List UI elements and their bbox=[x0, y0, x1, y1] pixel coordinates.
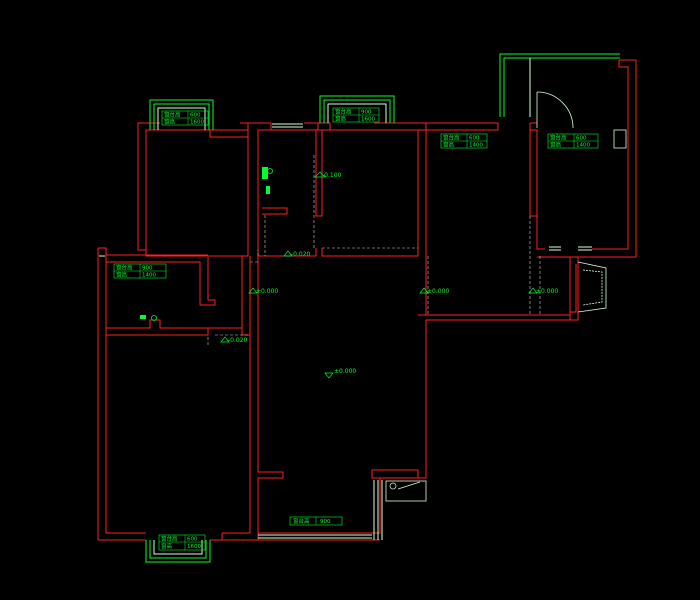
windows bbox=[99, 53, 620, 563]
level-mark-3: ±0.000 bbox=[256, 288, 278, 295]
level-mark-6: -0.020 bbox=[228, 337, 248, 344]
level-mark-1: -0.100 bbox=[322, 172, 342, 179]
window-tag-5-value-2: 1400 bbox=[142, 273, 156, 279]
level-mark-2: -0.020 bbox=[291, 251, 311, 258]
window-tag-2-value-1: 900 bbox=[361, 110, 372, 116]
window-tag-5-label-1: 窗台高 bbox=[116, 264, 133, 272]
window-tag-6-label-2: 窗高 bbox=[161, 542, 173, 550]
openings bbox=[207, 155, 541, 345]
window-tag-5: 窗台高 900 窗高 1400 bbox=[113, 264, 167, 279]
window-tag-4-label-2: 窗高 bbox=[550, 141, 562, 149]
window-tag-6-value-1: 600 bbox=[187, 537, 198, 543]
window-tag-3-value-2: 1400 bbox=[469, 143, 483, 149]
window-tag-3-label-2: 窗高 bbox=[443, 141, 455, 149]
fixtures bbox=[140, 129, 627, 502]
window-tag-2-label-1: 窗台高 bbox=[335, 108, 352, 116]
window-tag-6-value-2: 1600 bbox=[187, 544, 201, 550]
window-tag-1-label-2: 窗高 bbox=[164, 118, 176, 126]
window-tag-2: 窗台高 900 窗高 1600 bbox=[332, 108, 380, 123]
window-tag-3-label-1: 窗台高 bbox=[443, 134, 460, 142]
level-mark-7: ±0.000 bbox=[334, 368, 356, 375]
window-tag-3: 窗台高 600 窗高 1400 bbox=[440, 134, 488, 149]
window-tag-7-label-1: 窗台高 bbox=[293, 517, 310, 525]
window-tag-2-label-2: 窗高 bbox=[335, 115, 347, 123]
window-tag-3-value-1: 600 bbox=[469, 136, 480, 142]
window-tag-1-label-1: 窗台高 bbox=[164, 111, 181, 119]
window-tag-6: 窗台高 600 窗高 1600 bbox=[158, 535, 206, 551]
level-mark-5: ±0.000 bbox=[536, 288, 558, 295]
window-tag-5-value-1: 900 bbox=[142, 266, 153, 272]
walls bbox=[97, 59, 637, 541]
level-mark-4: ±0.000 bbox=[427, 288, 449, 295]
doors bbox=[536, 91, 607, 313]
window-tag-7: 窗台高 900 bbox=[289, 516, 343, 526]
window-tag-7-value-1: 900 bbox=[320, 519, 331, 525]
window-tag-5-label-2: 窗高 bbox=[116, 271, 128, 279]
window-tag-4: 窗台高 600 窗高 1400 bbox=[547, 134, 599, 149]
window-tag-4-value-2: 1400 bbox=[576, 143, 590, 149]
window-tag-1-value-1: 600 bbox=[190, 113, 201, 119]
window-tag-6-label-1: 窗台高 bbox=[161, 535, 178, 543]
level-marks bbox=[220, 171, 538, 379]
window-tag-2-value-2: 1600 bbox=[361, 117, 375, 123]
window-tag-4-value-1: 600 bbox=[576, 136, 587, 142]
window-tag-4-label-1: 窗台高 bbox=[550, 134, 567, 142]
window-tag-1-value-2: 1600 bbox=[190, 120, 204, 126]
window-tag-1: 窗台高 600 窗高 1600 bbox=[161, 111, 209, 126]
